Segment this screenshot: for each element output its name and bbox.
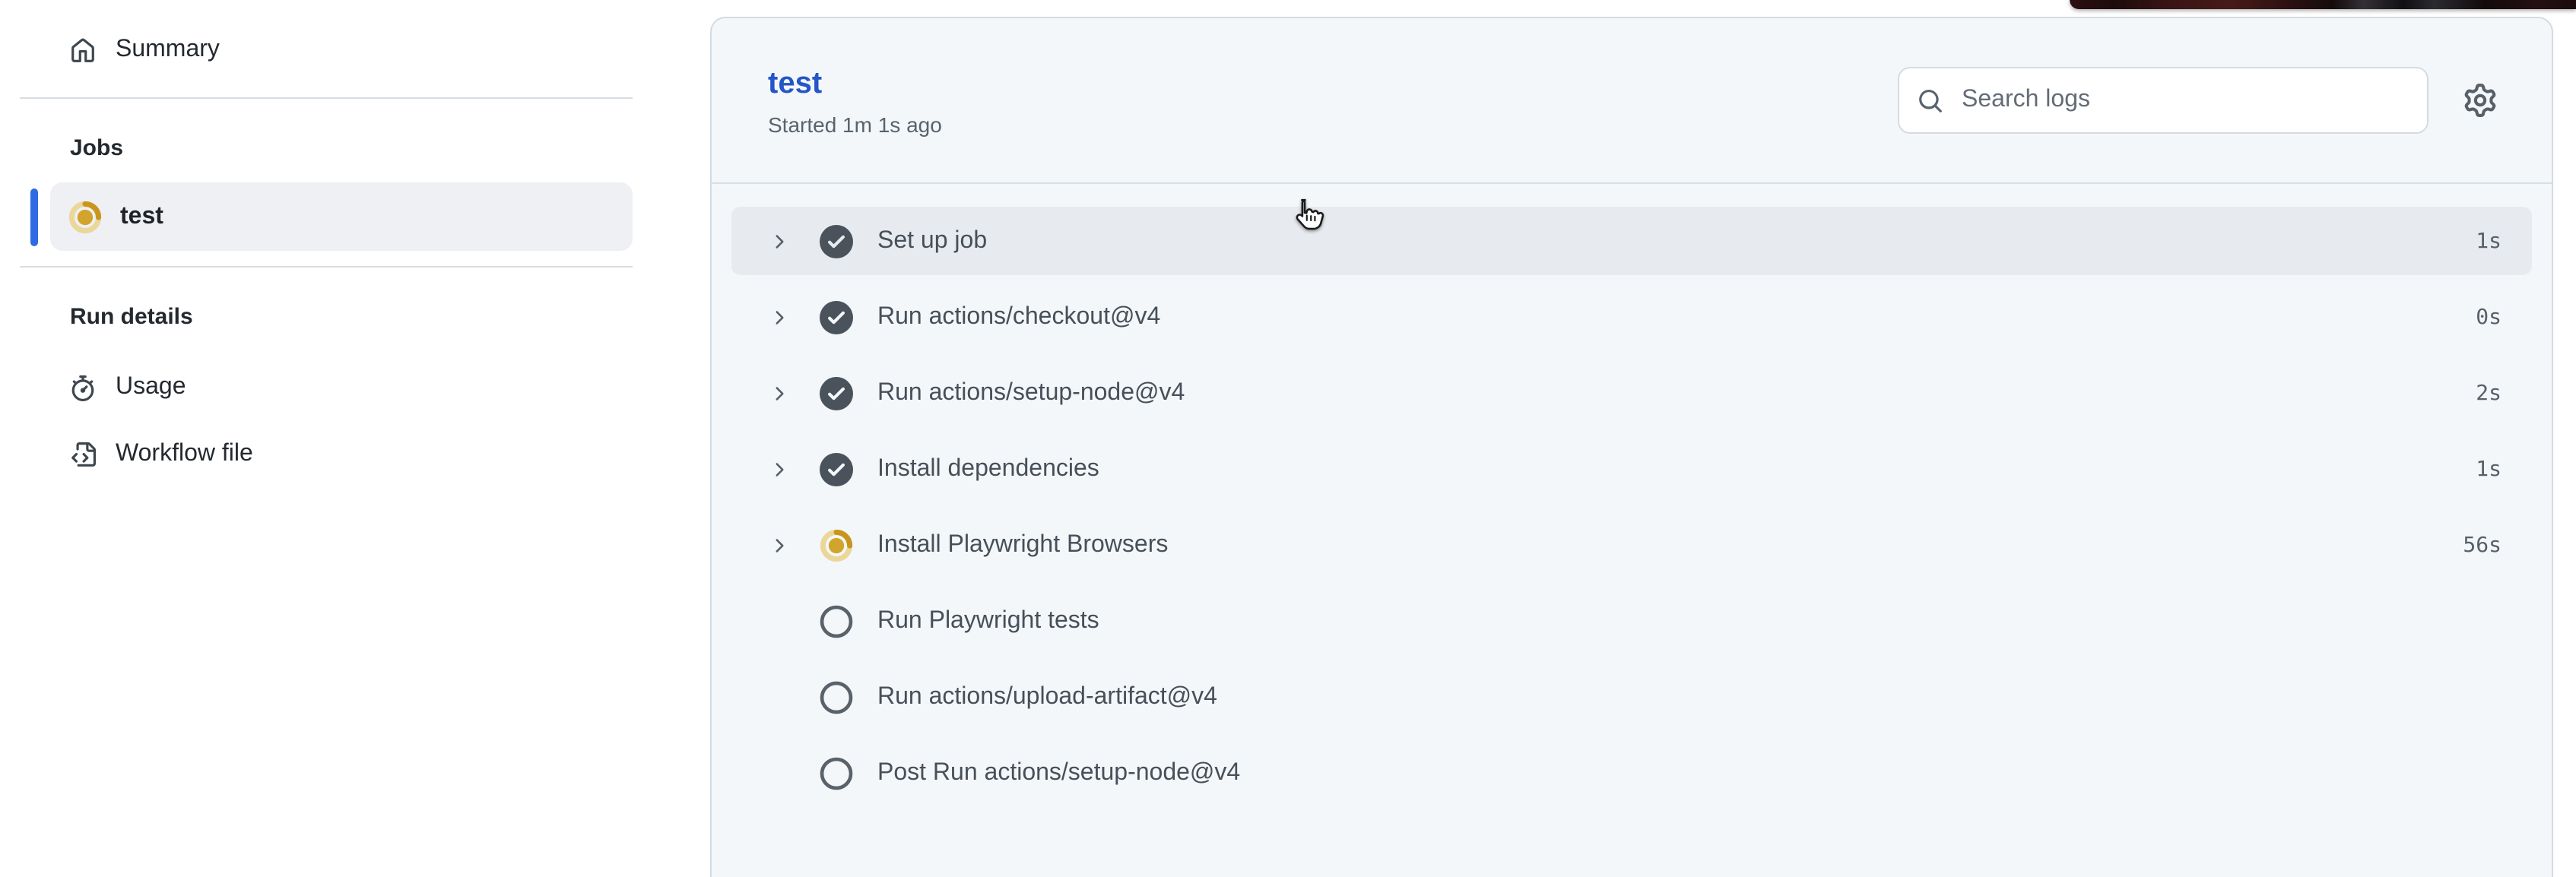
step-label: Run actions/upload-artifact@v4 xyxy=(877,683,1217,709)
step-label: Run actions/setup-node@v4 xyxy=(877,379,1185,405)
step-label: Run actions/checkout@v4 xyxy=(877,303,1161,329)
step-row[interactable]: Set up job 1s xyxy=(731,207,2532,275)
sidebar-job-label: test xyxy=(120,203,163,229)
chevron-right-icon[interactable] xyxy=(768,381,792,405)
chevron-right-icon[interactable] xyxy=(768,305,792,329)
chevron-right-icon[interactable] xyxy=(768,229,792,253)
step-label: Install dependencies xyxy=(877,455,1099,481)
steps-list: Set up job 1s Run actions/checkout@v4 0s… xyxy=(712,184,2552,807)
step-duration: 1s xyxy=(2476,457,2501,481)
pending-circle-icon xyxy=(820,680,853,714)
active-job-indicator xyxy=(30,188,38,246)
job-log-header: test Started 1m 1s ago xyxy=(712,18,2552,184)
job-started-text: Started 1m 1s ago xyxy=(768,112,942,137)
step-duration: 56s xyxy=(2463,533,2501,557)
job-title-block: test Started 1m 1s ago xyxy=(768,64,942,137)
log-toolbar xyxy=(1898,67,2497,134)
step-row[interactable]: Install dependencies 1s xyxy=(731,435,2532,503)
step-row[interactable]: Run Playwright tests xyxy=(731,587,2532,655)
step-row[interactable]: Run actions/setup-node@v4 2s xyxy=(731,359,2532,427)
step-label: Run Playwright tests xyxy=(877,607,1099,633)
step-duration: 1s xyxy=(2476,229,2501,253)
sidebar-item-summary[interactable]: Summary xyxy=(0,24,692,76)
file-code-icon xyxy=(71,442,96,466)
sidebar-job-test[interactable]: test xyxy=(50,182,633,251)
chevron-right-icon[interactable] xyxy=(768,533,792,557)
sidebar-summary-label: Summary xyxy=(116,36,220,62)
step-label: Install Playwright Browsers xyxy=(877,531,1169,557)
check-circle-icon xyxy=(820,224,853,258)
search-icon xyxy=(1919,89,1942,112)
step-duration: 0s xyxy=(2476,305,2501,329)
gear-icon xyxy=(2464,84,2496,117)
step-row[interactable]: Run actions/checkout@v4 0s xyxy=(731,283,2532,351)
step-row[interactable]: Run actions/upload-artifact@v4 xyxy=(731,663,2532,731)
sidebar-divider xyxy=(20,97,633,99)
search-logs-box[interactable] xyxy=(1898,67,2428,134)
sidebar-item-workflow-file[interactable]: Workflow file xyxy=(0,433,692,476)
pending-circle-icon xyxy=(820,756,853,790)
job-title-link[interactable]: test xyxy=(768,67,823,100)
sidebar-divider xyxy=(20,266,633,268)
sidebar-usage-label: Usage xyxy=(116,374,186,400)
check-circle-icon xyxy=(820,376,853,410)
sidebar-item-usage[interactable]: Usage xyxy=(0,366,692,409)
step-label: Post Run actions/setup-node@v4 xyxy=(877,759,1241,785)
pending-circle-icon xyxy=(820,604,853,638)
video-overlay xyxy=(2070,0,2576,9)
stopwatch-icon xyxy=(71,375,94,401)
step-duration: 2s xyxy=(2476,381,2501,405)
jobs-section-header: Jobs xyxy=(70,135,124,161)
search-logs-input[interactable] xyxy=(1959,85,2409,116)
sidebar: Summary Jobs test Run details Usage Wor xyxy=(0,0,692,476)
sidebar-workflow-file-label: Workflow file xyxy=(116,441,253,467)
step-row[interactable]: Post Run actions/setup-node@v4 xyxy=(731,739,2532,807)
sidebar-job-wrap: test xyxy=(0,182,692,251)
step-row[interactable]: Install Playwright Browsers 56s xyxy=(731,511,2532,579)
run-details-section-header: Run details xyxy=(70,304,193,330)
home-icon xyxy=(71,37,94,62)
log-settings-button[interactable] xyxy=(2463,84,2497,117)
in-progress-spinner-icon xyxy=(820,528,853,562)
job-log-card: test Started 1m 1s ago Set up job 1s xyxy=(710,17,2553,877)
check-circle-icon xyxy=(820,452,853,486)
in-progress-spinner-icon xyxy=(68,200,102,233)
check-circle-icon xyxy=(820,300,853,334)
step-label: Set up job xyxy=(877,227,988,253)
chevron-right-icon[interactable] xyxy=(768,457,792,481)
